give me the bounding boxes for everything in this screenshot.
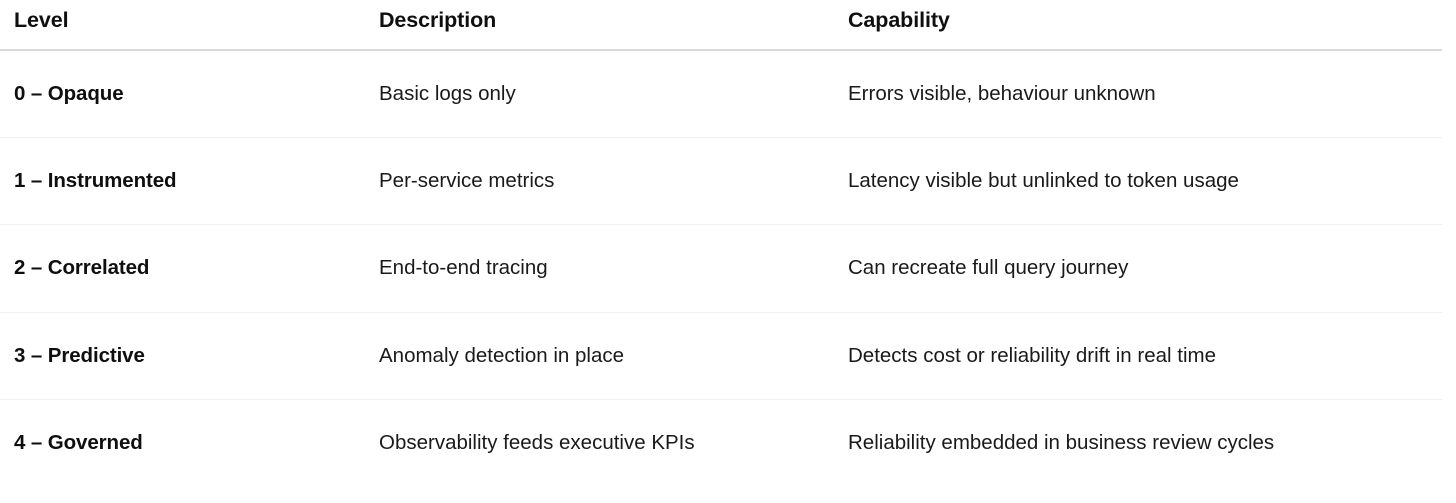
cell-description: Observability feeds executive KPIs: [379, 430, 695, 454]
cell-level: 1 – Instrumented: [0, 137, 365, 226]
cell-description: Basic logs only: [365, 49, 834, 139]
cell-level: 2 – Correlated: [0, 224, 365, 313]
cell-capability: Reliability embedded in business review …: [848, 430, 1275, 454]
cell-capability: Detects cost or reliability drift in rea…: [834, 312, 1442, 400]
maturity-table-container: Level Description Capability 0 – Opaque …: [0, 0, 1442, 486]
column-header-level: Level: [0, 0, 365, 51]
table-row: 4 – Governed Observability feeds executi…: [0, 399, 1442, 486]
table-header-row: Level Description Capability: [0, 0, 1442, 51]
cell-level: 3 – Predictive: [0, 312, 365, 400]
cell-capability: Latency visible but unlinked to token us…: [834, 137, 1442, 226]
cell-description: End-to-end tracing: [365, 224, 834, 313]
table-row: 3 – Predictive Anomaly detection in plac…: [0, 312, 1442, 400]
cell-capability: Errors visible, behaviour unknown: [834, 49, 1442, 139]
table-row: 2 – Correlated End-to-end tracing Can re…: [0, 224, 1442, 313]
cell-level: 0 – Opaque: [0, 49, 365, 139]
cell-level: 4 – Governed: [14, 430, 143, 454]
observability-maturity-table: Level Description Capability 0 – Opaque …: [0, 0, 1442, 486]
column-header-capability: Capability: [834, 0, 1442, 51]
cell-capability: Can recreate full query journey: [834, 224, 1442, 313]
table-row: 0 – Opaque Basic logs only Errors visibl…: [0, 49, 1442, 139]
table-body: 0 – Opaque Basic logs only Errors visibl…: [0, 49, 1442, 486]
column-header-description: Description: [365, 0, 834, 51]
cell-description: Anomaly detection in place: [365, 312, 834, 400]
table-row: 1 – Instrumented Per-service metrics Lat…: [0, 137, 1442, 226]
cell-description: Per-service metrics: [365, 137, 834, 226]
table-header: Level Description Capability: [0, 0, 1442, 51]
